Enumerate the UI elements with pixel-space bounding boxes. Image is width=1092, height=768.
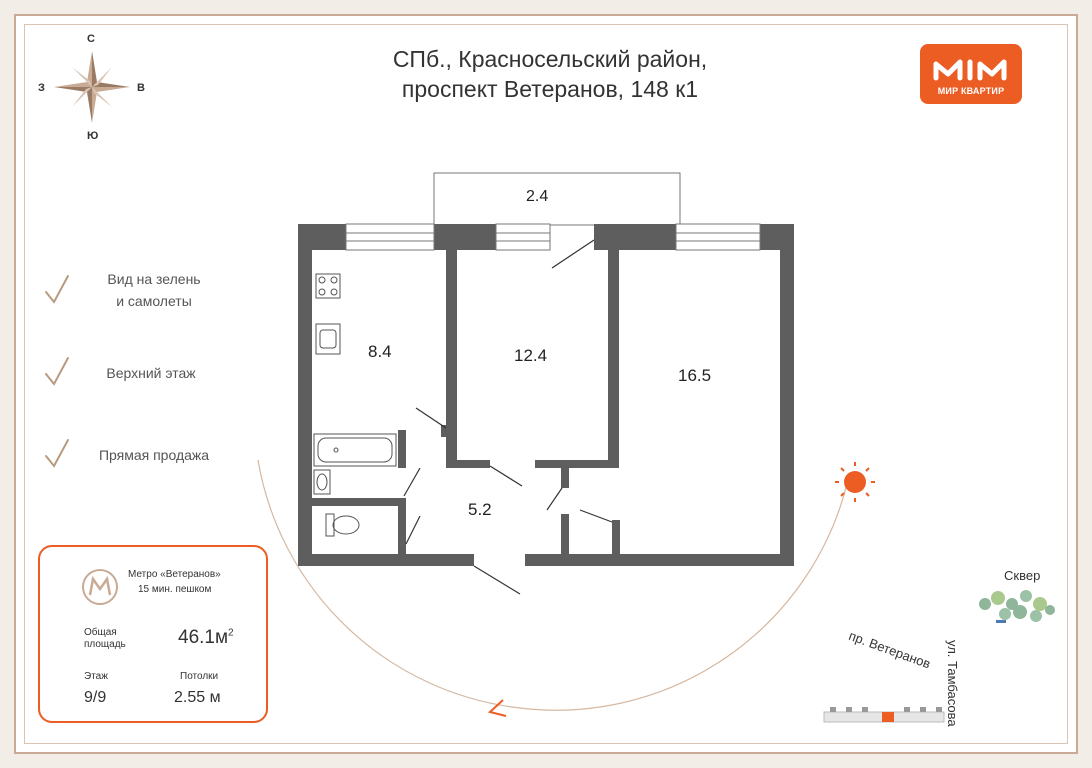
feature-direct-sale: Прямая продажа: [98, 447, 210, 463]
hall-area: 5.2: [468, 500, 492, 519]
address-line-2: проспект Ветеранов, 148 к1: [401, 76, 699, 102]
feature-top-floor: Верхний этаж: [106, 365, 196, 381]
bathtub-icon: [313, 433, 397, 467]
building-marker-icon: [882, 712, 894, 722]
floor-value: 9/9: [84, 689, 107, 706]
check-icon: [45, 357, 69, 386]
arc-arrow-icon: [487, 699, 507, 717]
balcony-area: 2.4: [526, 188, 549, 205]
room-middle-area: 12.4: [514, 346, 548, 365]
bathroom-sink-icon: [313, 469, 331, 495]
area-label-1: Общая: [84, 627, 117, 638]
logo-mark-icon: [933, 59, 1007, 81]
check-icon: [45, 275, 69, 304]
compass-south-label: Ю: [87, 130, 99, 142]
ceiling-value: 2.55 м: [174, 689, 221, 706]
moon-icon: [246, 430, 262, 462]
ceiling-label: Потолки: [180, 671, 219, 682]
company-logo: МИР КВАРТИР: [920, 44, 1022, 104]
toilet-icon: [325, 513, 360, 537]
stove-icon: [315, 273, 341, 299]
compass-east-label: В: [137, 82, 145, 94]
street-tambasova-label: ул. Тамбасова: [945, 640, 960, 727]
feature-view: Вид на зелень и самолеты: [107, 271, 201, 309]
metro-logo-icon: [82, 569, 118, 605]
metro-walk-time: 15 мин. пешком: [138, 584, 212, 595]
floor-label: Этаж: [84, 671, 108, 682]
total-area-value: 46.1м2: [178, 627, 234, 648]
feature-checks: [45, 275, 69, 468]
kitchen-sink-icon: [315, 323, 341, 355]
sun-icon: [835, 462, 875, 502]
address-title: СПб., Красносельский район, проспект Вет…: [320, 44, 780, 104]
address-line-1: СПб., Красносельский район,: [392, 46, 708, 72]
compass-west-label: З: [38, 82, 45, 94]
kitchen-area: 8.4: [368, 342, 392, 361]
park-label: Сквер: [1004, 568, 1041, 583]
area-label-2: площадь: [84, 639, 126, 650]
info-card: Метро «Ветеранов» 15 мин. пешком Общая п…: [38, 545, 268, 723]
compass-north-label: С: [87, 33, 95, 45]
metro-name: Метро «Ветеранов»: [128, 569, 221, 580]
compass-rose-icon: [54, 51, 130, 123]
check-icon: [45, 439, 69, 468]
park-trees-icon: [979, 590, 1055, 623]
logo-text: МИР КВАРТИР: [937, 86, 1005, 96]
room-large-area: 16.5: [678, 366, 712, 385]
